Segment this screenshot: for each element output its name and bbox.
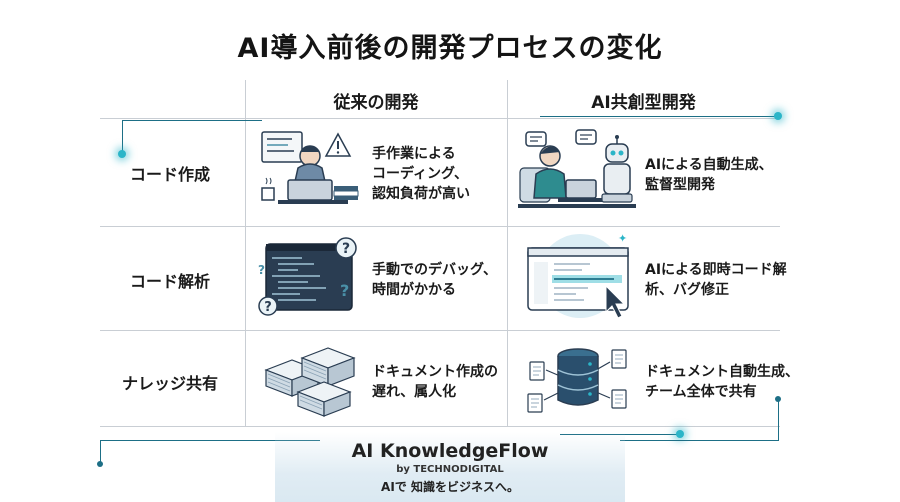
svg-text:✦: ✦ [618, 232, 627, 245]
circuit-node [118, 150, 126, 158]
grid-line-row2 [100, 330, 780, 331]
grid-line-header [100, 118, 780, 119]
cell-code-analysis-ai: AIによる即時コード解 析、バグ修正 [645, 262, 787, 298]
cell-code-analysis-traditional: 手動でのデバッグ、 時間がかかる [372, 262, 498, 298]
circuit-node [676, 430, 684, 438]
debug-code-questions-icon: ? ? ? ? [258, 237, 357, 316]
stressed-developer-icon [261, 131, 359, 204]
row-label-knowledge-sharing: ナレッジ共有 [121, 374, 218, 393]
column-header-ai: AI共創型開発 [591, 93, 696, 113]
circuit-node [774, 112, 782, 120]
brand-name: AI KnowledgeFlow [351, 440, 549, 462]
circuit-trace [540, 116, 778, 117]
brand-tagline: AIで 知識をビジネスへ。 [381, 480, 519, 494]
code-analysis-cursor-icon: ✦ [527, 232, 629, 319]
circuit-trace [100, 440, 101, 464]
developer-with-robot-icon [518, 129, 636, 208]
circuit-node [775, 396, 781, 402]
circuit-trace [122, 120, 123, 154]
circuit-trace [122, 120, 262, 121]
database-documents-icon [527, 348, 627, 413]
grid-line-bottom [100, 426, 780, 427]
grid-line-col1 [245, 80, 246, 426]
column-header-traditional: 従来の開発 [333, 93, 419, 113]
page-title: AI導入前後の開発プロセスの変化 [237, 33, 663, 64]
cell-knowledge-sharing-traditional: ドキュメント作成の 遅れ、属人化 [372, 364, 498, 400]
grid-line-row1 [100, 226, 780, 227]
footer-backdrop [275, 432, 625, 502]
svg-text:?: ? [340, 281, 349, 300]
circuit-trace [778, 400, 779, 440]
cell-knowledge-sharing-ai: ドキュメント自動生成、 チーム全体で共有 [645, 364, 799, 400]
svg-text:?: ? [264, 300, 272, 315]
row-label-code-analysis: コード解析 [129, 272, 210, 291]
svg-text:?: ? [342, 241, 350, 257]
svg-text:?: ? [258, 263, 265, 277]
paper-stacks-icon [264, 347, 356, 417]
circuit-trace [620, 440, 779, 441]
cell-code-writing-traditional: 手作業による コーディング、 認知負荷が高い [372, 146, 470, 202]
brand-byline: by TECHNODIGITAL [396, 464, 504, 475]
grid-line-col2 [507, 80, 508, 426]
row-label-code-writing: コード作成 [129, 165, 210, 184]
circuit-node [97, 461, 103, 467]
circuit-trace [100, 440, 320, 441]
cell-code-writing-ai: AIによる自動生成、 監督型開発 [645, 157, 773, 193]
